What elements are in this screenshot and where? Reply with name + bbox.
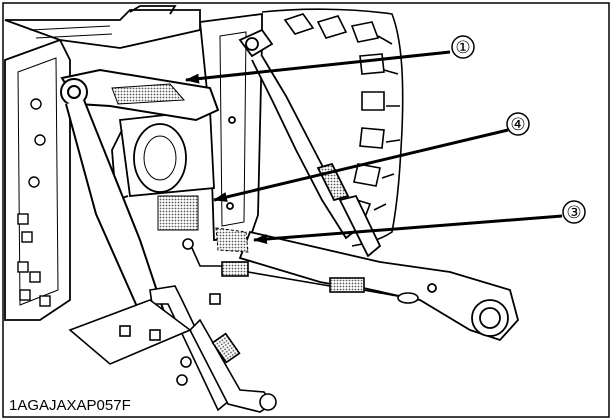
svg-text:④: ④	[510, 115, 525, 134]
leader-arrow-3	[253, 214, 563, 244]
decal-3	[215, 227, 249, 253]
callout-1: ①	[451, 35, 475, 59]
leader-arrow-1	[185, 50, 451, 84]
callout-3: ③	[562, 200, 586, 224]
drawbar-plate	[68, 299, 192, 365]
svg-text:①: ①	[455, 38, 470, 57]
callout-4: ④	[506, 112, 530, 136]
frame-bolts	[17, 98, 51, 307]
svg-text:③: ③	[566, 203, 581, 222]
decal-4	[157, 195, 199, 231]
fender-panel	[199, 12, 263, 241]
decal-1	[111, 83, 186, 105]
leader-arrow-4	[213, 128, 509, 202]
check-chain	[182, 238, 421, 304]
lower-link	[238, 230, 519, 342]
top-link	[238, 28, 382, 258]
figure-code: 1AGAJAXAP057F	[9, 397, 131, 414]
